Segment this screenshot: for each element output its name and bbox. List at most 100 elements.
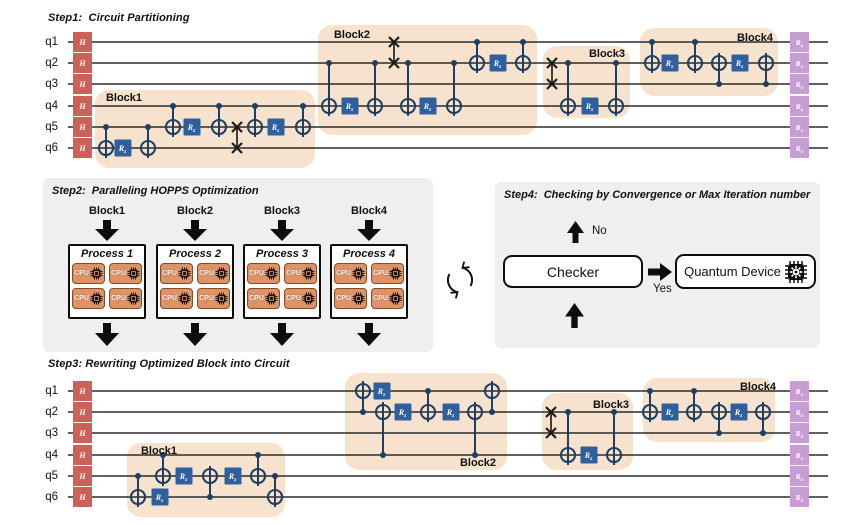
chip-icon <box>90 267 103 280</box>
cnot-gate <box>374 402 392 458</box>
gate-label: Rx <box>795 59 804 70</box>
qubit-label: q2 <box>45 406 58 418</box>
qubit-label: q3 <box>45 427 58 439</box>
chip-icon <box>389 292 402 305</box>
gate-label: Rx <box>795 144 804 155</box>
gate-label: Rz <box>423 102 432 113</box>
cnot-gate <box>399 60 417 116</box>
cnot-gate <box>201 466 219 500</box>
process2-label: Process 2 <box>169 248 221 260</box>
rx-gate: Rx <box>790 32 809 52</box>
gate-label: H <box>78 38 86 47</box>
cpu-label: CPU <box>249 270 264 277</box>
swap-gate <box>231 121 243 154</box>
chip-icon <box>302 292 315 305</box>
gate-label: Rx <box>795 387 804 398</box>
chip-icon <box>178 267 191 280</box>
gate-label: H <box>78 123 86 132</box>
cpu-chip: CPU <box>247 263 280 284</box>
rx-gate: Rx <box>790 96 809 116</box>
cpu-label: CPU <box>286 270 301 277</box>
rx-gate: Rx <box>790 74 809 94</box>
rz-gate: Rz <box>661 54 679 72</box>
chip-icon <box>90 292 103 305</box>
qubit-label: q1 <box>45 36 58 48</box>
cpu-chip: CPU <box>197 288 230 309</box>
rx-gate: Rx <box>790 402 809 422</box>
gate-label: Rx <box>795 429 804 440</box>
cnot-gate <box>466 402 484 458</box>
gate-label: Rz <box>735 59 744 70</box>
block2-label: Block2 <box>176 205 214 217</box>
h-gate: H <box>73 445 92 465</box>
gate-label: Rz <box>345 102 354 113</box>
chip-icon <box>127 292 140 305</box>
cpu-chip: CPU <box>160 288 193 309</box>
no-label: No <box>592 225 607 237</box>
cpu-label: CPU <box>373 295 388 302</box>
gate-label: Rx <box>795 102 804 113</box>
cpu-label: CPU <box>74 270 89 277</box>
cpu-label: CPU <box>199 270 214 277</box>
rx-gate: Rx <box>790 117 809 137</box>
cpu-chip: CPU <box>334 263 367 284</box>
block-label: Block1 <box>106 92 142 104</box>
cnot-gate <box>249 452 267 486</box>
rx-gate: Rx <box>790 138 809 158</box>
block-label: Block1 <box>141 445 177 457</box>
cnot-gate <box>294 103 312 137</box>
step4-title: Step4: Checking by Convergence or Max It… <box>504 189 811 201</box>
chip-icon <box>352 267 365 280</box>
rx-gate: Rx <box>790 381 809 401</box>
swap-gate <box>388 36 400 69</box>
cnot-gate <box>641 388 659 422</box>
cnot-gate <box>710 402 728 436</box>
gate-label: H <box>78 472 86 481</box>
arrow-down-icon <box>270 323 294 346</box>
rz-gate: Rz <box>224 467 242 485</box>
cnot-gate <box>210 103 228 137</box>
rx-gate: Rx <box>790 487 809 507</box>
gate-label: H <box>78 493 86 502</box>
cnot-gate <box>754 402 772 436</box>
chip-icon <box>127 267 140 280</box>
block1-label: Block1 <box>88 205 126 217</box>
step2-title: Step2: Paralleling HOPPS Optimization <box>52 185 259 197</box>
cnot-gate <box>607 60 625 116</box>
cnot-gate <box>710 53 728 87</box>
cnot-gate <box>154 452 172 486</box>
cnot-gate <box>445 60 463 116</box>
quantum-device-box: Quantum Device <box>675 254 816 289</box>
chip-icon <box>215 267 228 280</box>
block-label: Block2 <box>460 457 496 469</box>
qubit-label: q1 <box>45 385 58 397</box>
cnot-gate <box>129 473 147 507</box>
cnot-gate <box>686 39 704 73</box>
rz-gate: Rz <box>183 118 201 136</box>
rz-gate: Rz <box>373 382 391 400</box>
cpu-chip: CPU <box>334 288 367 309</box>
cpu-label: CPU <box>336 295 351 302</box>
qubit-label: q4 <box>45 100 58 112</box>
rz-gate: Rz <box>151 488 169 506</box>
h-gate: H <box>73 381 92 401</box>
gate-label: Rz <box>734 408 743 419</box>
gate-label: H <box>78 59 86 68</box>
gate-label: H <box>78 451 86 460</box>
step3-title: Step3: Rewriting Optimized Block into Ci… <box>48 358 290 370</box>
swap-gate <box>546 57 558 90</box>
chip-icon <box>389 267 402 280</box>
gate-label: Rz <box>228 472 237 483</box>
cpu-chip: CPU <box>371 263 404 284</box>
rz-gate: Rz <box>581 97 599 115</box>
arrow-down-icon <box>357 323 381 346</box>
h-gate: H <box>73 487 92 507</box>
checker-box: Checker <box>503 255 643 288</box>
step4-panel: Step4: Checking by Convergence or Max It… <box>495 182 820 348</box>
gate-label: Rz <box>665 59 674 70</box>
